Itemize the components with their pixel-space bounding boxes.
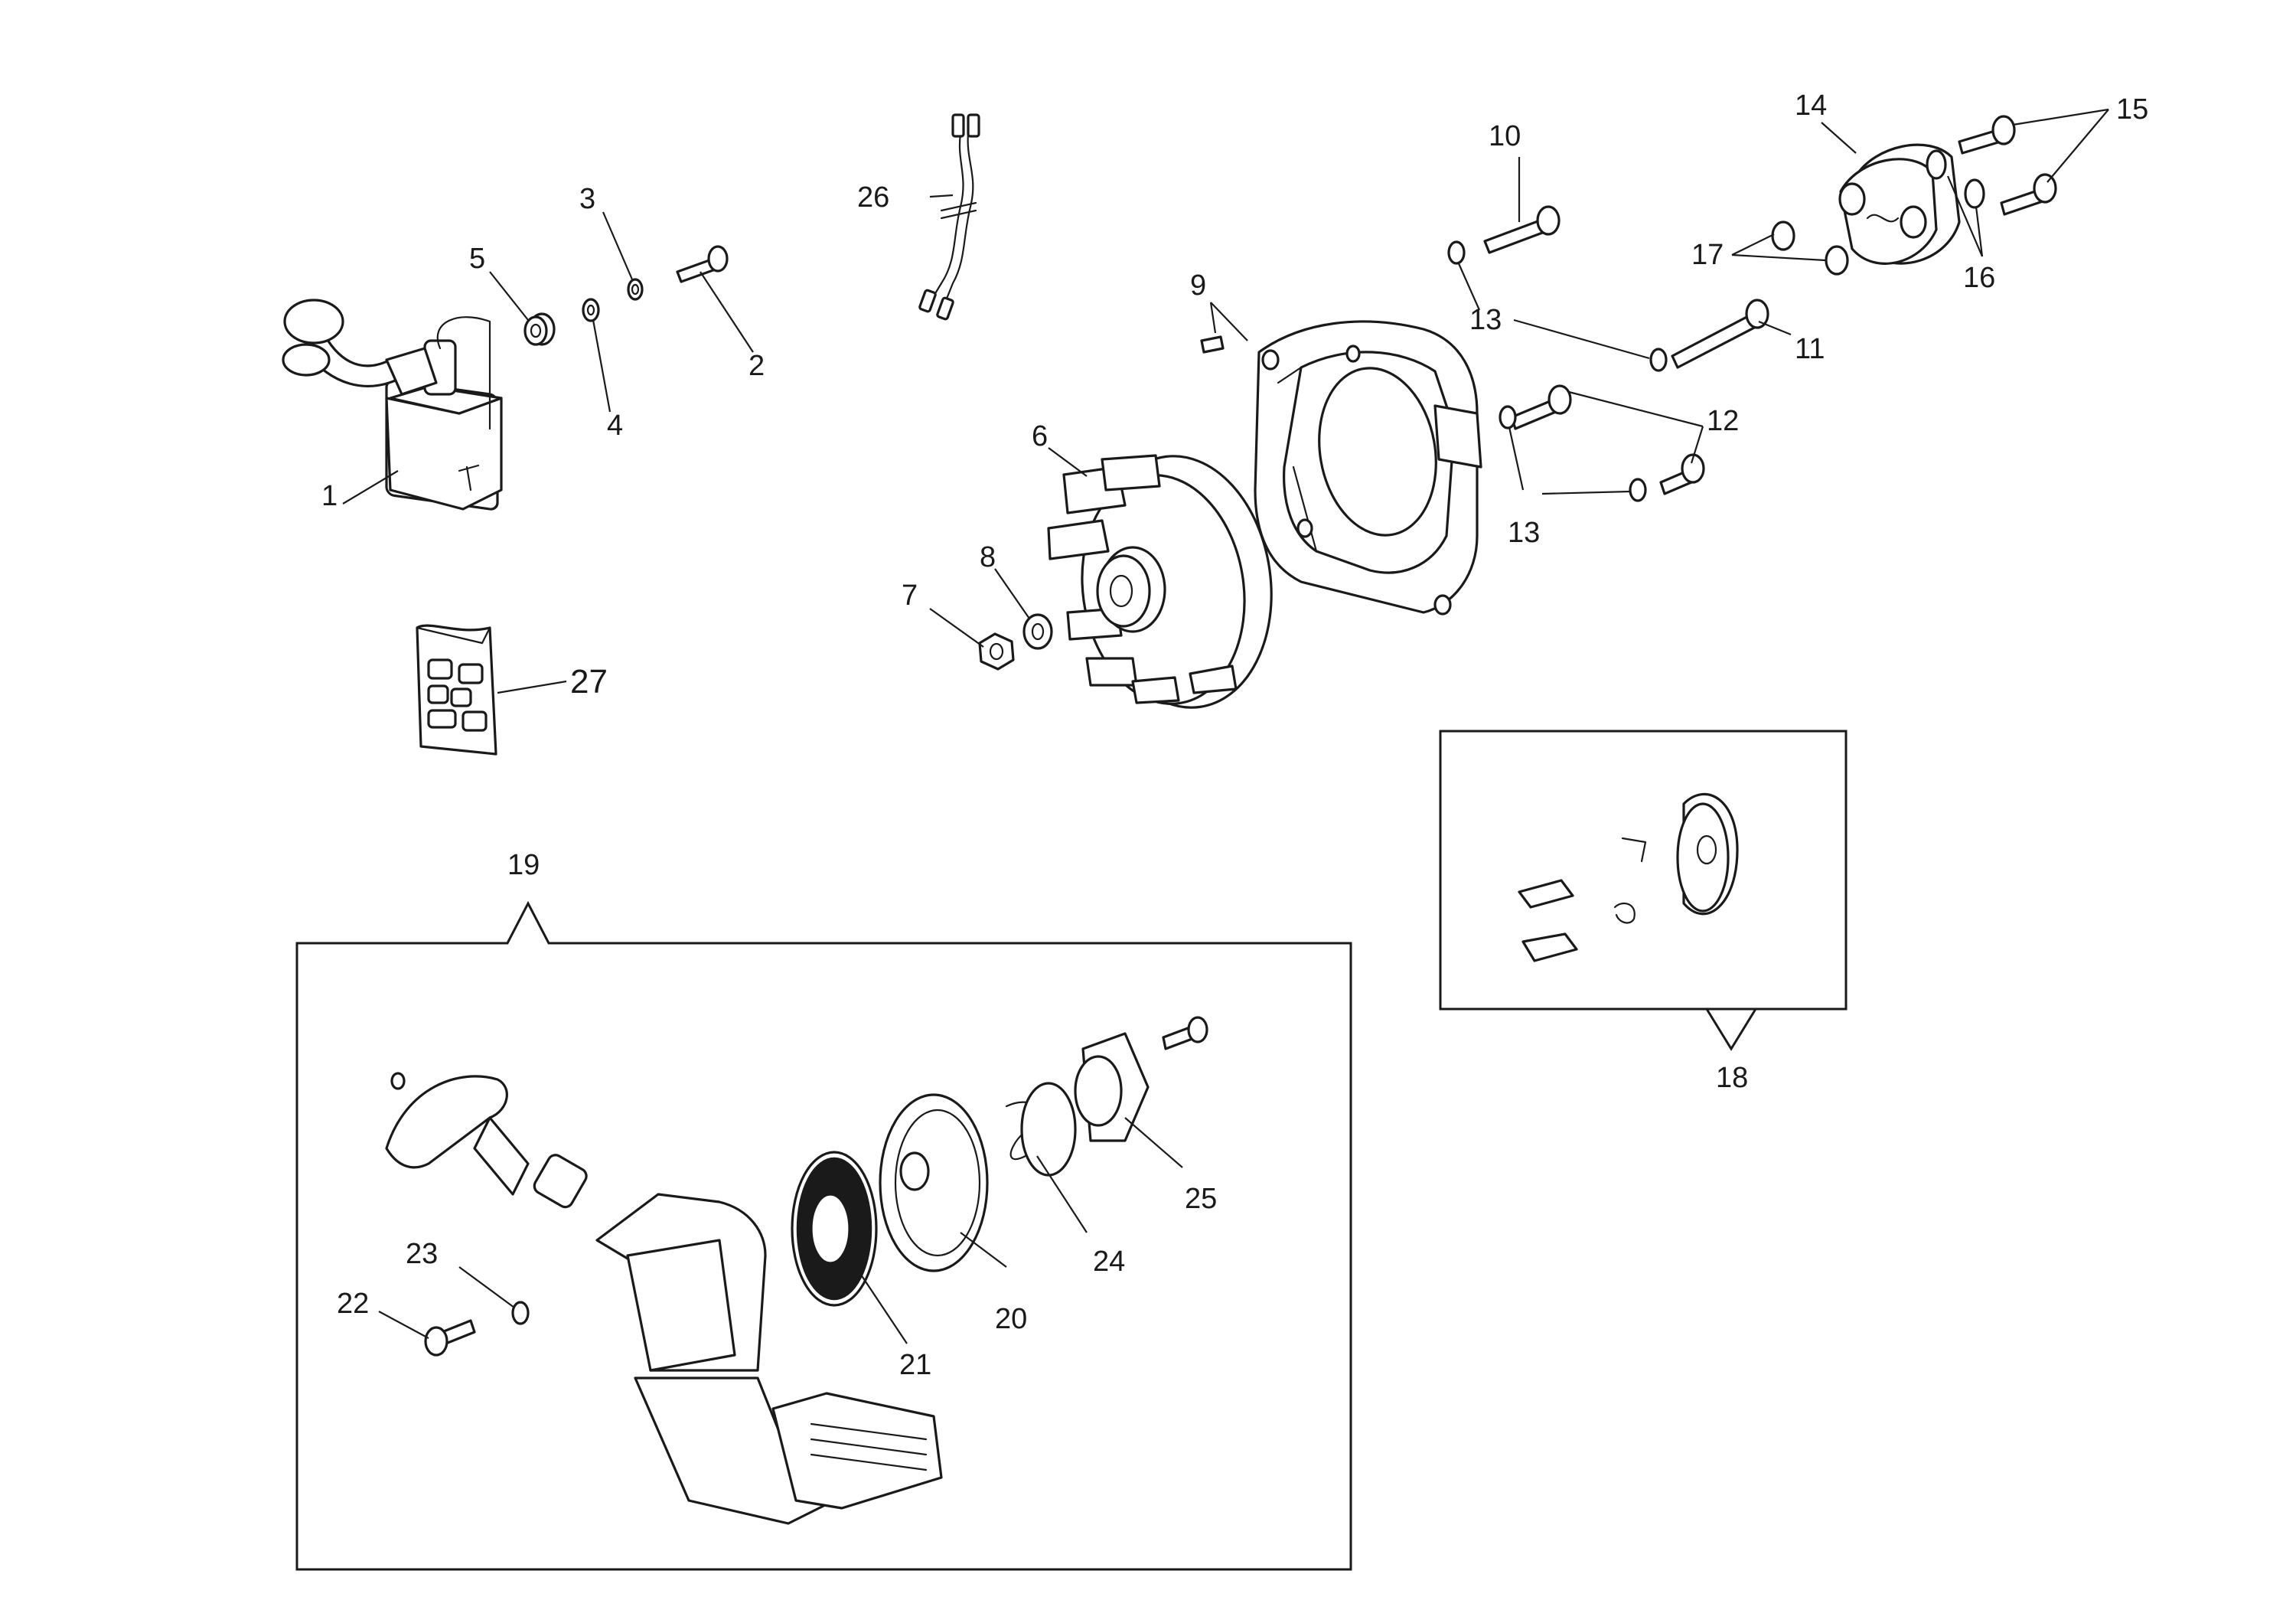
flywheel-nut-drawing: [978, 632, 1015, 671]
clutch-washers-drawing: [1771, 149, 1985, 276]
callout-12: 12: [1707, 405, 1739, 437]
shoulder-bolt-drawing: [1958, 115, 2057, 216]
callout-1: 1: [321, 480, 338, 512]
washer-13-lower-drawing: [1499, 405, 1647, 502]
callout-16: 16: [1963, 262, 1995, 294]
leader-lines: [342, 108, 2109, 1344]
callout-numbers: 1 2 3 4 5 6 7 8 9 10 11 12 13 13 14 15 1…: [321, 90, 2148, 1381]
inset-box-18-pointer: [1705, 1008, 1757, 1051]
callout-3: 3: [579, 183, 595, 215]
callout-20: 20: [995, 1303, 1027, 1335]
callout-14: 14: [1795, 90, 1827, 122]
callout-5: 5: [469, 243, 485, 275]
callout-18: 18: [1716, 1062, 1748, 1094]
callout-27: 27: [570, 663, 608, 700]
callout-4: 4: [607, 410, 623, 442]
wire-harness-drawing: [918, 113, 980, 321]
callout-15: 15: [2116, 93, 2148, 126]
callout-6: 6: [1032, 420, 1048, 452]
callout-19: 19: [507, 849, 540, 881]
callout-25: 25: [1185, 1183, 1217, 1215]
callout-22: 22: [337, 1288, 369, 1320]
callout-7: 7: [902, 580, 918, 612]
washer-drawing: [582, 298, 600, 322]
clutch-drawing: [1838, 143, 1961, 265]
callout-2: 2: [748, 350, 765, 382]
callout-23: 23: [406, 1238, 438, 1270]
callout-17: 17: [1691, 239, 1724, 271]
long-screw-11-drawing: [1671, 299, 1769, 369]
callout-24: 24: [1093, 1246, 1125, 1278]
callout-9: 9: [1190, 269, 1206, 302]
flywheel-drawing: [1047, 454, 1273, 709]
fan-housing-drawing: [1200, 320, 1482, 616]
long-screw-10-drawing: [1483, 205, 1561, 254]
callout-10: 10: [1489, 120, 1521, 152]
clutch-kit-drawing: [1518, 792, 1739, 962]
screw-drawing: [676, 245, 729, 283]
callout-13-upper: 13: [1469, 304, 1502, 336]
callout-13-lower: 13: [1508, 517, 1540, 549]
inset-box-19: [295, 900, 1352, 1571]
callout-8: 8: [980, 541, 996, 573]
spacer-drawing: [523, 312, 556, 346]
washer-13-upper-drawing: [1447, 240, 1668, 372]
inset-box-18: [1439, 730, 1848, 1011]
lock-washer-drawing: [627, 278, 644, 301]
label-sticker-drawing: [416, 624, 497, 756]
callout-21: 21: [899, 1349, 931, 1381]
recoil-starter-drawing: [385, 1016, 1208, 1525]
flywheel-washer-drawing: [1022, 613, 1053, 650]
screw-12-drawing: [1510, 384, 1705, 495]
ignition-coil-drawing: [282, 299, 503, 511]
callout-11: 11: [1795, 333, 1825, 365]
callout-26: 26: [857, 181, 889, 214]
